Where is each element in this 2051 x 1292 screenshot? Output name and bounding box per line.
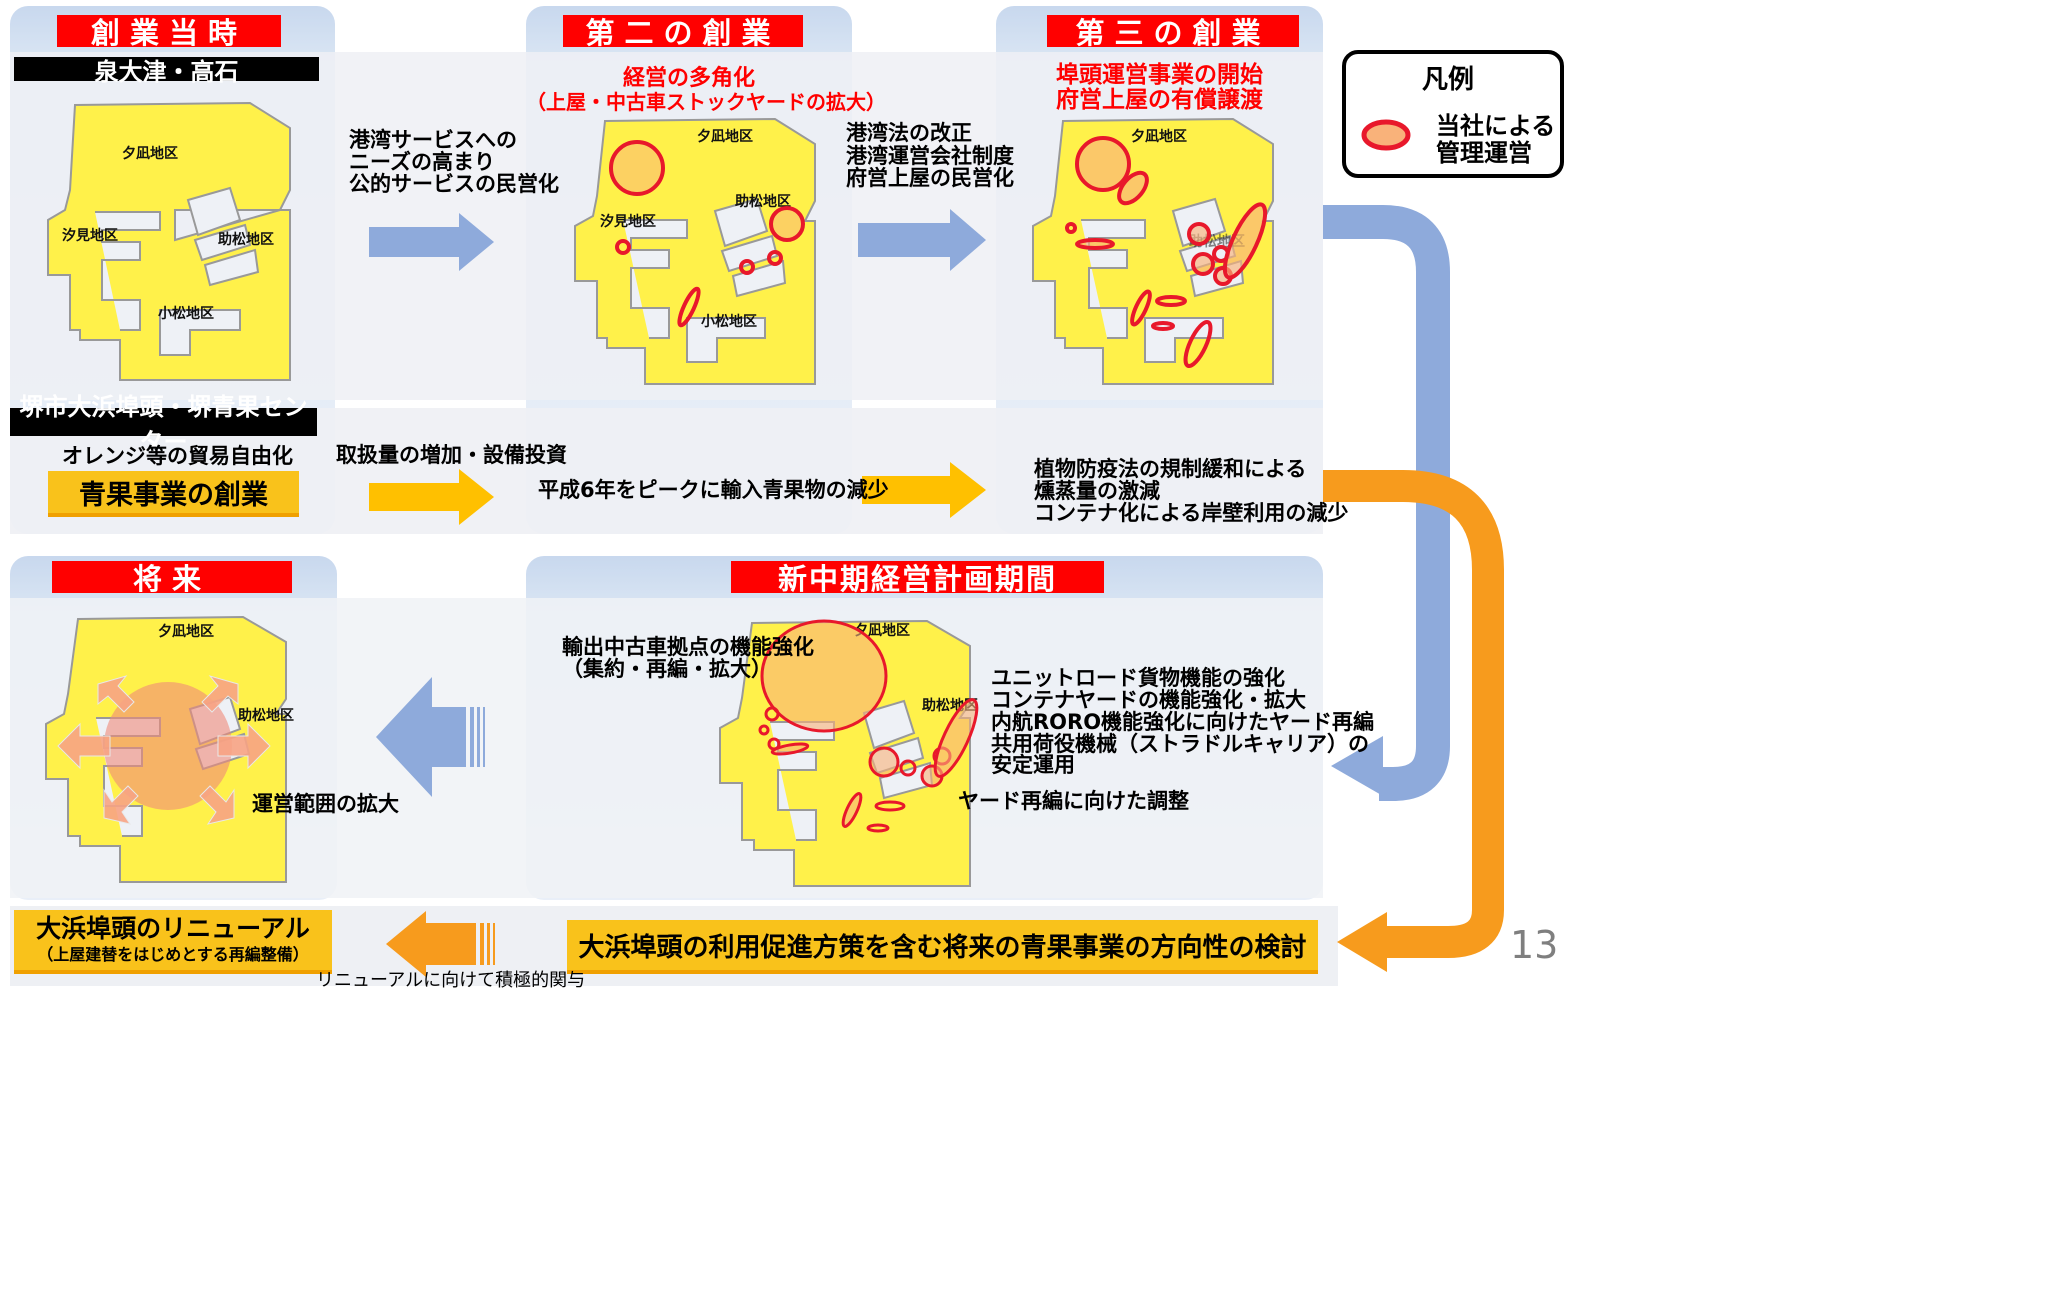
yard-text: ヤード再編に向けた調整 — [958, 789, 1189, 813]
header-future: 将来 — [52, 561, 292, 596]
unit-line2: コンテナヤードの機能強化・拡大 — [991, 688, 1306, 712]
fruit-business-box: 青果事業の創業 — [48, 471, 299, 517]
second-title-2: （上屋・中古車ストックヤードの拡大） — [526, 90, 886, 114]
orange-trade: オレンジ等の貿易自由化 — [62, 444, 293, 468]
orange-arrow-2 — [862, 462, 986, 518]
map-second: 夕凪地区 汐見地区 助松地区 小松地区 — [574, 117, 816, 385]
expand-text: 運営範囲の拡大 — [252, 792, 399, 816]
map-founding: 夕凪地区 汐見地区 助松地区 小松地区 — [47, 101, 291, 381]
renewal-box: 大浜埠頭のリニューアル （上屋建替をはじめとする再編整備） — [14, 910, 332, 974]
label-sakai: 堺市大浜埠頭・堺青果センター — [10, 393, 317, 456]
blue-arrow-1 — [369, 213, 494, 271]
renewal-line2: （上屋建替をはじめとする再編整備） — [37, 945, 309, 964]
map-label-shiomi: 汐見地区 — [62, 227, 118, 244]
decline-text: 平成6年をピークに輸入青果物の減少 — [538, 478, 889, 502]
map2-label-shiomi: 汐見地区 — [600, 213, 656, 230]
plant-line3: コンテナ化による岸壁利用の減少 — [1034, 501, 1349, 525]
legend-title: 凡例 — [1422, 65, 1475, 95]
orange-left-arrow — [386, 911, 495, 977]
unit-line1: ユニットロード貨物機能の強化 — [991, 666, 1285, 690]
legend-box — [1342, 50, 1564, 178]
a2-line3: 府営上屋の民営化 — [846, 166, 1014, 190]
blue-uturn-arrow — [1323, 205, 1450, 801]
map2-label-yunagi: 夕凪地区 — [697, 128, 753, 145]
unit-line3: 内航RORO機能強化に向けたヤード再編 — [991, 710, 1375, 734]
map2-label-komatsu: 小松地区 — [701, 313, 757, 330]
legend-line2: 管理運営 — [1436, 139, 1532, 167]
third-title-2: 府営上屋の有償譲渡 — [1056, 87, 1263, 113]
map-future: 夕凪地区 助松地区 — [45, 615, 294, 883]
volume-text: 取扱量の増加・設備投資 — [336, 443, 567, 467]
plant-line2: 燻蒸量の激減 — [1034, 479, 1160, 503]
header-second: 第二の創業 — [563, 15, 803, 50]
third-title-1: 埠頭運営事業の開始 — [1056, 62, 1263, 88]
map-label-yunagi: 夕凪地区 — [122, 145, 178, 162]
legend-line1: 当社による — [1436, 112, 1556, 140]
map3-label-yunagi: 夕凪地区 — [1131, 128, 1187, 145]
expand-arrows-icon — [57, 675, 271, 825]
legend-ellipse-icon — [1361, 119, 1411, 151]
a1-line3: 公的サービスの民営化 — [349, 172, 559, 196]
header-founding: 創業当時 — [57, 15, 281, 50]
unit-line5: 安定運用 — [991, 753, 1075, 777]
page-number: 13 — [1510, 923, 1559, 967]
map-label-komatsu: 小松地区 — [158, 305, 214, 322]
map-label-sukematsu: 助松地区 — [218, 231, 274, 248]
label-izumi: 泉大津・高石 — [14, 57, 319, 86]
map4-label-sukematsu: 助松地区 — [238, 707, 294, 724]
a2-line1: 港湾法の改正 — [846, 121, 972, 145]
map-plan: 夕凪地区 助松地区 — [719, 619, 979, 887]
study-box: 大浜埠頭の利用促進方策を含む将来の青果事業の方向性の検討 — [567, 920, 1318, 974]
a1-line2: ニーズの高まり — [349, 150, 495, 174]
export-line2: （集約・再編・拡大） — [562, 657, 772, 681]
map2-label-sukematsu: 助松地区 — [735, 193, 791, 210]
unit-line4: 共用荷役機械（ストラドルキャリア）の — [991, 732, 1369, 756]
renewal-note: リニューアルに向けて積極的関与 — [316, 970, 586, 991]
blue-left-arrow — [376, 677, 485, 797]
header-third: 第三の創業 — [1047, 15, 1299, 50]
map4-label-yunagi: 夕凪地区 — [158, 623, 214, 640]
header-plan: 新中期経営計画期間 — [731, 561, 1104, 596]
second-title-1: 経営の多角化 — [622, 66, 755, 91]
orange-arrow-1 — [369, 469, 494, 525]
renewal-line1: 大浜埠頭のリニューアル — [36, 914, 310, 943]
a1-line1: 港湾サービスへの — [349, 128, 517, 152]
plant-line1: 植物防疫法の規制緩和による — [1034, 457, 1307, 481]
map5-label-yunagi: 夕凪地区 — [854, 622, 910, 639]
blue-arrow-2 — [858, 209, 986, 271]
map-third: 夕凪地区 助松地区 — [1032, 117, 1274, 385]
a2-line2: 港湾運営会社制度 — [846, 144, 1014, 168]
export-line1: 輸出中古車拠点の機能強化 — [562, 635, 814, 659]
orange-uturn-arrow — [1323, 470, 1504, 972]
